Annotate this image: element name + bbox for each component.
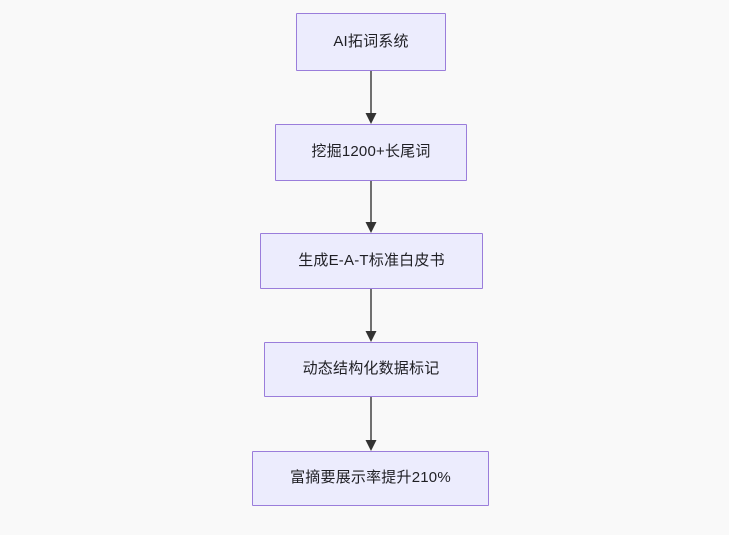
flow-edge-4 <box>363 397 379 451</box>
flow-node-ai-keyword-system[interactable]: AI拓词系统 <box>296 13 446 71</box>
flow-node-rich-snippet-result[interactable]: 富摘要展示率提升210% <box>252 451 489 506</box>
flow-node-longtail-mining[interactable]: 挖掘1200+长尾词 <box>275 124 467 181</box>
flow-node-label: AI拓词系统 <box>333 32 409 50</box>
flow-node-structured-data-markup[interactable]: 动态结构化数据标记 <box>264 342 478 397</box>
flow-node-label: 挖掘1200+长尾词 <box>311 143 431 161</box>
flow-node-label: 生成E-A-T标准白皮书 <box>298 251 445 269</box>
flow-edge-1 <box>363 71 379 124</box>
flow-edge-2 <box>363 181 379 233</box>
flow-node-eat-whitepaper[interactable]: 生成E-A-T标准白皮书 <box>260 233 483 289</box>
flow-node-label: 动态结构化数据标记 <box>302 360 440 378</box>
flow-edge-3 <box>363 289 379 342</box>
flow-node-label: 富摘要展示率提升210% <box>290 469 451 487</box>
